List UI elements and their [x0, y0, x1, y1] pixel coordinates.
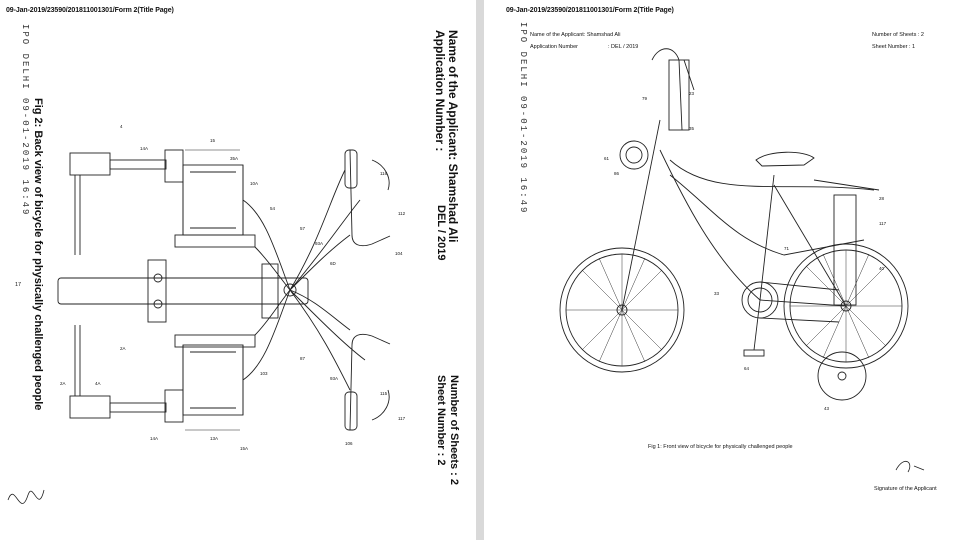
- svg-text:13A: 13A: [210, 436, 218, 441]
- svg-text:93A: 93A: [330, 376, 338, 381]
- svg-text:43: 43: [824, 406, 830, 411]
- svg-text:15: 15: [210, 138, 216, 143]
- figure-caption: Fig 1: Front view of bicycle for physica…: [648, 444, 793, 450]
- svg-text:15A: 15A: [240, 446, 248, 451]
- back-view-drawing: 4 14A 15 35A 10A 54 57 93A 6D 116 112 104 2A 2A 4A…: [7, 124, 406, 504]
- document-page-sheet-2: 09-Jan-2019/23590/201811001301/Form 2(Ti…: [0, 0, 476, 540]
- svg-text:54: 54: [270, 206, 276, 211]
- signature-label: Signature of the Applicant: [874, 486, 937, 492]
- document-page-sheet-1: 09-Jan-2019/23590/201811001301/Form 2(Ti…: [484, 0, 960, 540]
- svg-text:2A: 2A: [60, 381, 66, 386]
- svg-text:64: 64: [744, 366, 750, 371]
- front-view-drawing: 61 86 79 23 35 71 28 117 40 43 64 33: [559, 48, 925, 473]
- svg-text:4: 4: [120, 124, 123, 129]
- form-header: 09-Jan-2019/23590/201811001301/Form 2(Ti…: [506, 7, 674, 14]
- application-number-label: Application Number: [530, 44, 578, 50]
- svg-text:10A: 10A: [250, 181, 258, 186]
- svg-text:4A: 4A: [95, 381, 101, 386]
- sheet-number: Sheet Number : 1: [872, 44, 916, 50]
- application-number-value: : DEL / 2019: [608, 44, 639, 50]
- applicant-name: Name of the Applicant: Shamshad Ali: [530, 32, 621, 38]
- svg-text:117: 117: [398, 416, 406, 421]
- svg-text:28: 28: [879, 196, 885, 201]
- svg-text:87: 87: [300, 356, 306, 361]
- form-header: 09-Jan-2019/23590/201811001301/Form 2(Ti…: [6, 7, 174, 14]
- svg-text:104: 104: [395, 251, 403, 256]
- svg-text:40: 40: [879, 266, 885, 271]
- svg-text:57: 57: [300, 226, 306, 231]
- page-divider: [476, 0, 484, 540]
- svg-text:71: 71: [784, 246, 790, 251]
- svg-text:14A: 14A: [140, 146, 148, 151]
- page-marker: 17: [15, 282, 22, 288]
- svg-text:61: 61: [604, 156, 610, 161]
- svg-text:86: 86: [614, 171, 620, 176]
- svg-text:112: 112: [398, 211, 406, 216]
- svg-text:106: 106: [345, 441, 353, 446]
- svg-text:117: 117: [879, 221, 887, 226]
- svg-text:14A: 14A: [150, 436, 158, 441]
- svg-text:93A: 93A: [315, 241, 323, 246]
- svg-text:115: 115: [380, 391, 388, 396]
- svg-text:35A: 35A: [230, 156, 238, 161]
- svg-text:2A: 2A: [120, 346, 126, 351]
- svg-text:103: 103: [260, 371, 268, 376]
- number-of-sheets: Number of Sheets : 2: [872, 32, 924, 38]
- svg-text:79: 79: [642, 96, 648, 101]
- svg-text:35: 35: [689, 126, 695, 131]
- svg-text:116: 116: [380, 171, 388, 176]
- svg-text:6D: 6D: [330, 261, 337, 266]
- svg-text:23: 23: [689, 91, 695, 96]
- svg-text:33: 33: [714, 291, 720, 296]
